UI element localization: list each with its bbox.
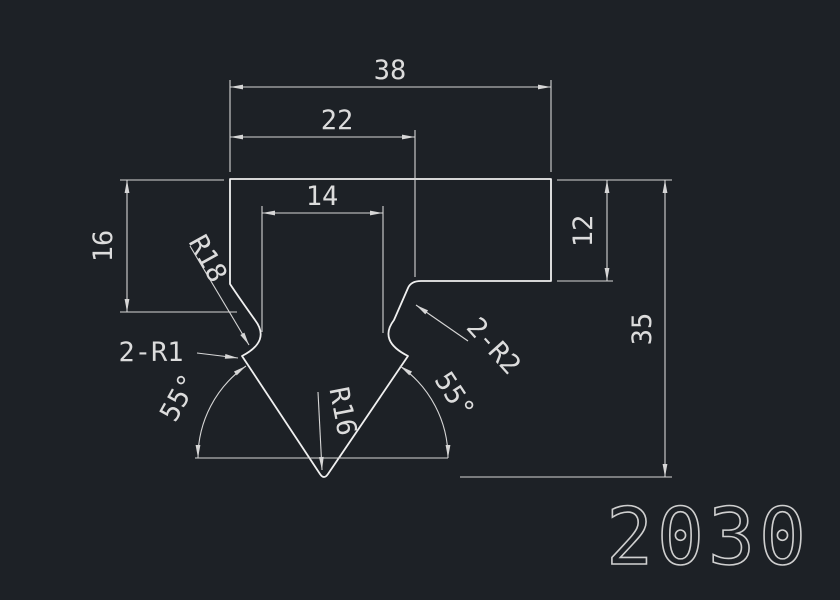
- dimension-left-depth: 16: [88, 179, 237, 313]
- dim-label-neck-width: 14: [306, 181, 339, 212]
- dim-label-overall-width: 38: [374, 55, 407, 86]
- leader-line: [196, 352, 239, 359]
- dim-label-overall-height: 35: [627, 313, 658, 346]
- dimension-overall-height: 35: [460, 180, 672, 478]
- radius-label-r18: R18: [182, 230, 233, 288]
- part-number-label: 2030: [606, 493, 810, 583]
- angle-arc-right: [399, 365, 451, 459]
- profile-outline: [229, 178, 552, 478]
- radius-label-2-r2: 2-R2: [460, 312, 527, 381]
- leader-r18: R18: [182, 230, 250, 346]
- radius-label-2-r1: 2-R1: [118, 337, 183, 368]
- dim-label-flange-width: 22: [321, 105, 354, 136]
- leader-2-r1: 2-R1: [118, 337, 239, 368]
- leader-line: [189, 245, 250, 346]
- leader-line: [415, 304, 469, 342]
- leader-2-r2: 2-R2: [415, 304, 527, 381]
- radius-label-r16: R16: [322, 384, 362, 438]
- leader-line: [317, 391, 324, 471]
- angle-label-right: 55°: [428, 366, 481, 424]
- dim-label-left-depth: 16: [88, 230, 119, 263]
- dimension-right-thickness: 12: [557, 179, 672, 282]
- dimensions-layer: 38 22 14 16 12: [88, 55, 672, 478]
- dimension-neck-width: 14: [261, 181, 384, 333]
- dimension-angle-right: 55°: [399, 365, 481, 459]
- dimension-flange-width: 22: [230, 105, 416, 277]
- angle-arc-left: [195, 365, 247, 459]
- angle-label-left: 55°: [154, 369, 205, 427]
- dimension-overall-width: 38: [229, 55, 552, 172]
- dim-label-right-thickness: 12: [568, 215, 599, 248]
